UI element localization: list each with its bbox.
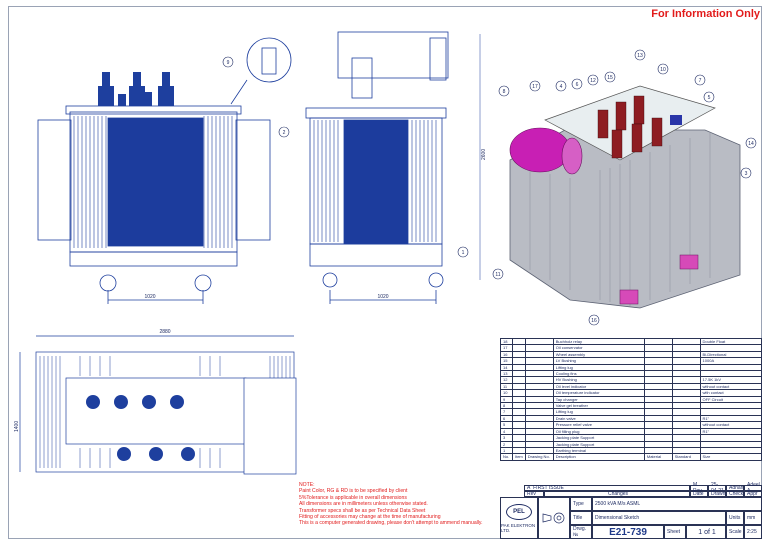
top-length-dimension: 2880 [159,329,170,335]
height-dimension: 2600 [481,149,487,160]
company-logo-cell: PEL PAK ELEKTRON LTD. [500,497,538,539]
conservator-detail [261,47,277,75]
note-line: Paint Color, RG & RD is to be specified … [299,488,408,495]
part-number: 13 [500,369,513,378]
title-label: Title [570,511,592,525]
note-line: 5%Tolerance is applicable in overall dim… [299,494,407,501]
units-label: Units [726,511,744,525]
note-line: This is a computer generated drawing, pl… [299,520,483,527]
side-view [305,31,481,304]
svg-text:8: 8 [503,89,506,95]
notes-heading: NOTE: [299,482,315,488]
conservator-detail-circle [246,37,292,83]
svg-text:4: 4 [560,84,563,90]
company-logo: PEL [506,503,532,520]
part-number: 10 [500,389,513,397]
note-line: Fitting of accessories may change at the… [299,514,441,521]
iso-wheel-right [679,254,699,270]
projection-symbol-cell [538,497,570,539]
type-value: 2500 kVA M/s ASML [592,497,762,511]
svg-text:12: 12 [590,78,596,84]
changes-label: Changes [544,491,690,497]
scale-label: Scale [726,525,744,539]
title-block: A FIRST ISSUE M. Ray 25-04-21 Adnan Adee… [500,482,762,539]
part-number: 12 [500,376,513,384]
isometric-view [509,85,741,309]
iso-tank-cover [544,85,716,161]
top-view [19,335,297,475]
front-tank-fin-block [107,117,204,247]
iso-wheel-front [619,289,639,305]
side-marshalling-box [351,57,373,99]
svg-text:7: 7 [699,78,702,84]
revision-row-a: A FIRST ISSUE [524,485,690,491]
front-left-radiator [37,119,72,241]
part-number: 18 [500,337,513,346]
front-cover [65,105,242,115]
svg-text:15: 15 [607,75,613,81]
top-cover [65,377,247,445]
iso-conservator [509,127,571,173]
svg-text:5: 5 [708,95,711,101]
revision-label: Rev [524,491,544,497]
drawing-number: E21-739 [592,525,664,539]
svg-text:17: 17 [532,84,538,90]
callouts: 8 17 4 6 13 12 15 10 7 5 14 3 11 [222,49,757,326]
sheet-value: 1 of 1 [686,525,726,539]
note-line: Transformer specs shall be as per Techni… [299,507,426,514]
svg-text:11: 11 [495,272,500,278]
top-depth-dimension: 1400 [14,421,20,432]
svg-text:13: 13 [637,53,643,59]
front-right-radiator [235,119,271,241]
top-conservator [243,377,297,475]
type-label: Type [570,497,592,511]
information-only-banner: For Information Only [651,8,760,20]
part-number: 11 [500,382,513,391]
title-value: Dimensional Sketch [592,511,726,525]
side-width-dimension: 1020 [377,294,388,300]
scale-value: 2:25 [744,525,762,539]
revision-check: Adnan [726,485,744,491]
svg-text:6: 6 [576,82,579,88]
company-name: PAK ELEKTRON LTD. [501,522,536,533]
units-value: mm [744,511,762,525]
side-tank-fin-block [343,119,409,245]
side-base [309,243,443,267]
side-conservator [429,37,447,81]
side-conservator-frame [337,31,449,79]
part-number: 14 [500,363,513,372]
part-number: 17 [500,344,513,352]
iso-bushings [597,95,663,159]
notes-block: NOTE: Paint Color, RG & RD is to be spec… [299,482,509,527]
svg-text:9: 9 [227,60,230,66]
sheet-border [8,6,762,539]
part-description: Oil temperature indicator [552,389,645,397]
projection-icon [542,512,565,524]
svg-text:2: 2 [283,130,286,136]
svg-text:16: 16 [591,318,597,324]
drawing-number-label: Drwg.№ [570,525,592,539]
svg-text:14: 14 [748,141,754,147]
note-line: All dimensions are in millimeters unless… [299,501,428,508]
front-width-dimension: 1020 [144,294,155,300]
sheet-label: Sheet [664,525,686,539]
part-number: 15 [500,357,513,365]
svg-text:3: 3 [745,171,748,177]
part-number: 16 [500,350,513,359]
parts-header-row: No. Item Drawing No. Description Materia… [500,453,763,461]
side-cover [305,107,447,119]
svg-text:1: 1 [462,250,465,256]
front-view [37,37,292,304]
front-base [69,251,238,267]
iso-pressure-relief [670,115,682,125]
svg-text:10: 10 [660,67,666,73]
